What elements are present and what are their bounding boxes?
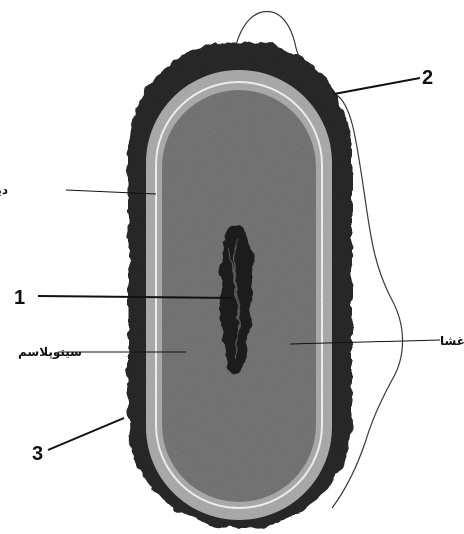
- label-cell-wall: دیوارهٔ سلول: [0, 183, 8, 198]
- label-cytoplasm: سیتوپلاسم: [18, 345, 82, 360]
- label-membrane: غشا: [440, 334, 464, 348]
- leader-line-3: [48, 418, 124, 450]
- label-number-1: 1: [14, 287, 25, 309]
- label-number-2: 2: [422, 67, 433, 89]
- label-number-3: 3: [32, 443, 43, 465]
- leader-line-2: [334, 78, 420, 94]
